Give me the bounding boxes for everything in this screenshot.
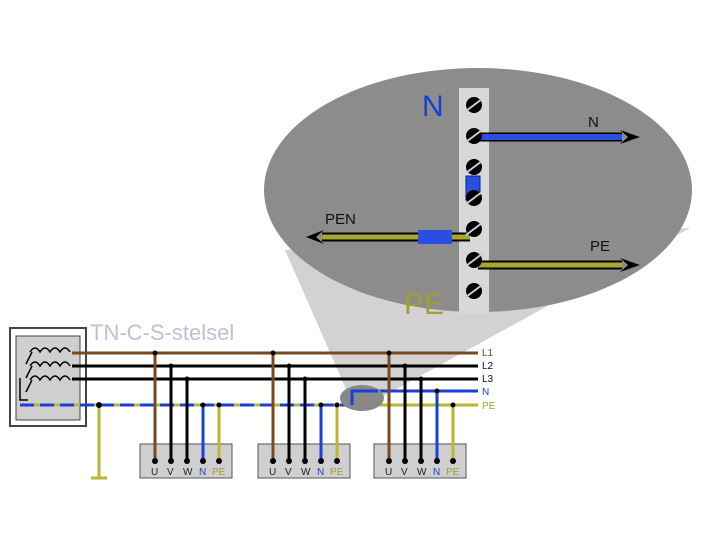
junction-dot [318,402,324,408]
load-terminal-label: N [199,467,206,478]
junction-dot [286,363,292,369]
terminal-dot [302,458,308,464]
system-title: TN-C-S-stelsel [90,320,234,345]
load-terminal-label: W [301,467,311,478]
load-terminal-label: V [285,467,292,478]
junction-dot [152,350,158,356]
terminal-dot [434,458,440,464]
junction-dot [184,376,190,382]
junction-dot [450,402,456,408]
load-terminal-label: V [167,467,174,478]
load-terminal-label: PE [330,467,344,478]
junction-dot [418,376,424,382]
junction-dot [168,363,174,369]
load-terminal-label: N [433,467,440,478]
terminal-dot [184,458,190,464]
terminal-screw [465,283,483,299]
junction-dot [216,402,222,408]
terminal-screw [465,252,483,268]
load-terminal-label: W [417,467,427,478]
terminal-screw [465,128,483,144]
terminal-dot [286,458,292,464]
terminal-dot [402,458,408,464]
terminal-screw [465,159,483,175]
split-point [340,385,384,411]
terminal-dot [200,458,206,464]
zoom-label-pe: PE [590,238,610,255]
pen-blue-sleeve [418,230,452,244]
junction-dot [334,402,340,408]
wire-tips [306,130,640,272]
bus-label-l3: L3 [482,374,494,385]
terminal-screw [465,97,483,113]
terminal-screw [465,221,483,237]
junction-dot [434,388,440,394]
bus-label-l1: L1 [482,348,494,359]
bus-label-l2: L2 [482,361,494,372]
load-terminal-label: W [183,467,193,478]
zoom-label-n: N [588,114,599,131]
junction-dot [402,363,408,369]
bus-label-n: N [482,387,489,398]
terminal-screws [465,97,483,299]
zoom-label-pe-big: PE [404,288,444,321]
load-terminal-label: U [385,467,392,478]
terminal-dot [270,458,276,464]
load-terminal-label: PE [212,467,226,478]
terminal-dot [216,458,222,464]
junction-dot [200,402,206,408]
load-terminal-label: U [151,467,158,478]
terminal-dot [168,458,174,464]
terminal-dot [418,458,424,464]
transformer [9,327,87,427]
load-terminal-label: PE [446,467,460,478]
terminal-dot [450,458,456,464]
terminal-dot [334,458,340,464]
terminal-screw [465,190,483,206]
load-terminal-label: V [401,467,408,478]
junction-dot [270,350,276,356]
junction-dot [302,376,308,382]
load-terminal-label: U [269,467,276,478]
bus-label-pe: PE [482,401,496,412]
terminal-dot [318,458,324,464]
zoom-label-n-big: N [422,90,444,123]
bus-labels: L1 L2 L3 N PE [482,348,496,412]
zoom-label-pen: PEN [325,211,356,228]
terminal-dot [152,458,158,464]
terminal-dot [386,458,392,464]
earth-ground [91,402,107,480]
junction-dot [386,350,392,356]
load-terminal-label: N [317,467,324,478]
